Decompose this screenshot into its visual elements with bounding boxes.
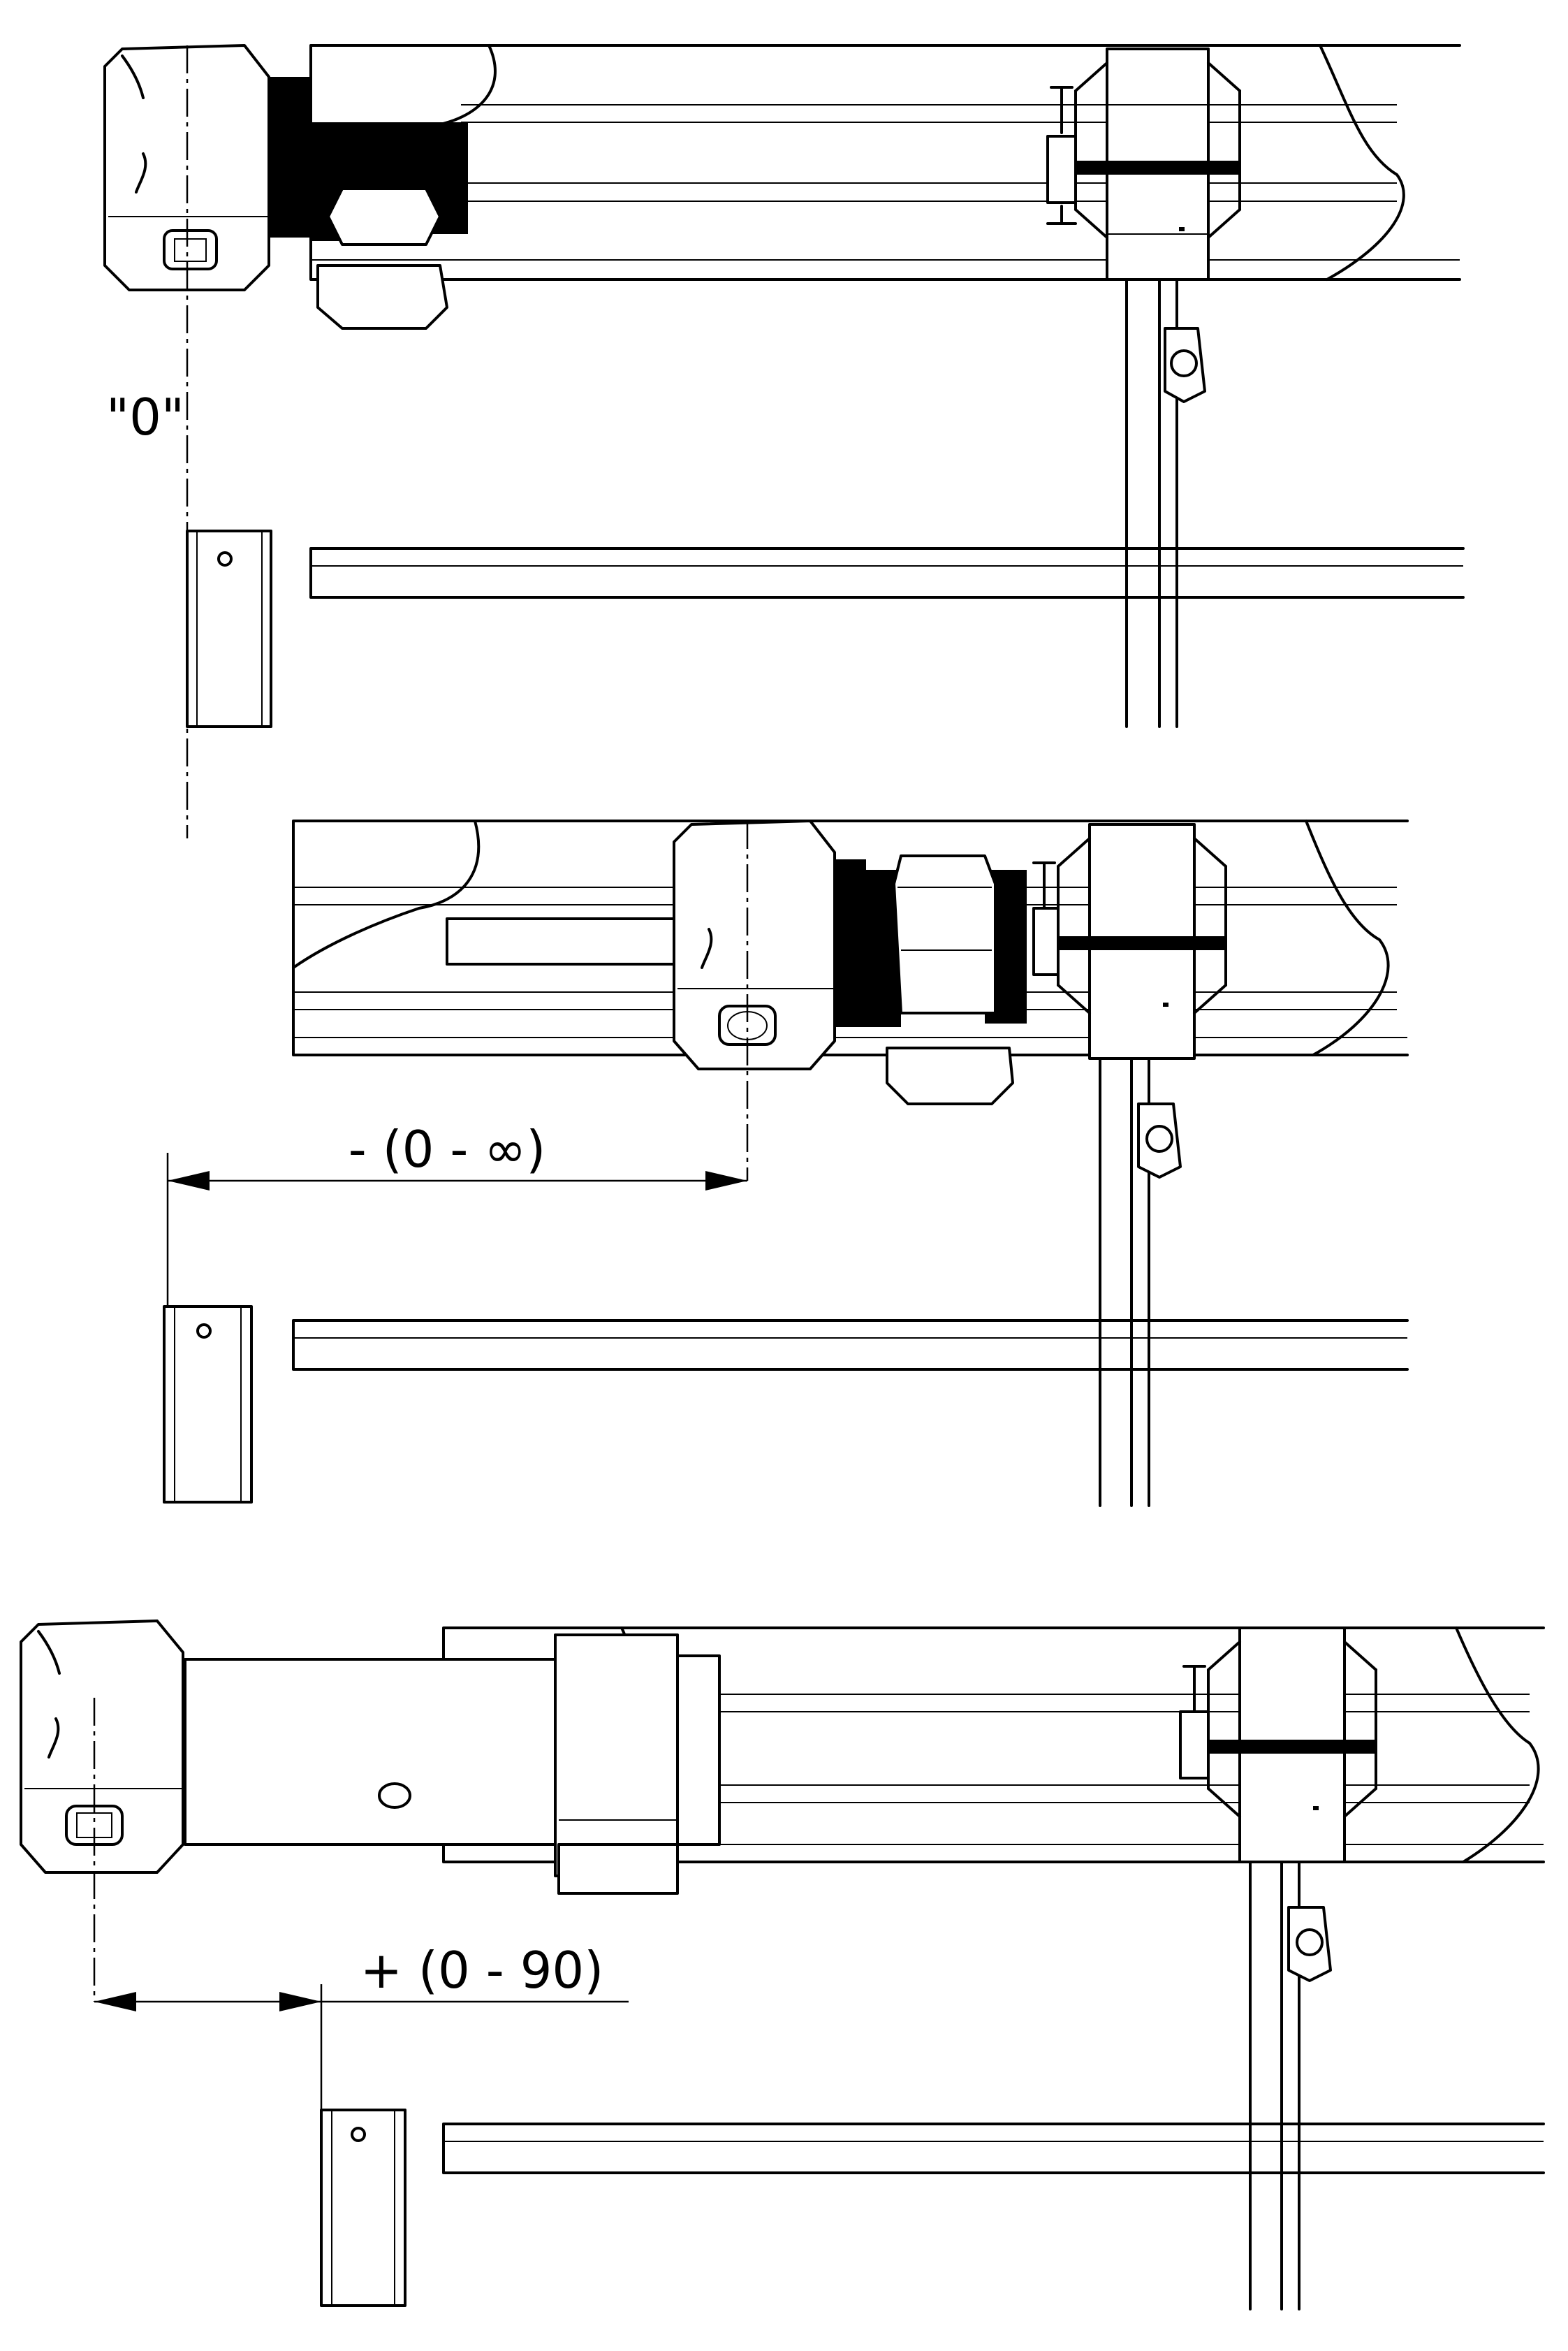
lower-rail (442, 2123, 1545, 2174)
lower-rail (309, 547, 1465, 599)
motor-head-icon (20, 1620, 184, 2002)
bracket-clamp-icon (1046, 48, 1241, 728)
extension-tube (184, 1633, 721, 1895)
label-zero: "0" (106, 388, 184, 446)
motor-head-icon (673, 820, 1027, 1181)
motor-head-icon (103, 44, 468, 838)
panel-negative: - (0 - ∞) (163, 820, 1409, 1507)
bracket-clamp-icon (1179, 1626, 1377, 2310)
panel-positive: + (0 - 90) (20, 1620, 1545, 2310)
end-cap-icon (186, 530, 272, 728)
bracket-clamp-icon (1032, 823, 1227, 1507)
panel-zero: "0" (103, 44, 1465, 838)
label-negative: - (0 - ∞) (349, 1120, 546, 1179)
dimension-line (94, 1984, 629, 2110)
lower-rail (292, 1319, 1409, 1371)
end-cap-icon (320, 2109, 406, 2307)
end-cap-icon (163, 1305, 253, 1504)
dimension-line (166, 1153, 747, 1306)
label-positive: + (0 - 90) (360, 1941, 604, 2000)
roller-profile (309, 44, 1461, 281)
